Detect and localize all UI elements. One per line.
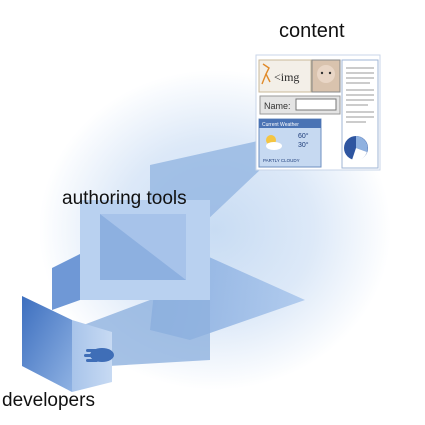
- name-field-label: Name:: [264, 101, 291, 111]
- pie-chart-icon: [344, 136, 368, 161]
- authoring-tools-label: authoring tools: [62, 188, 187, 209]
- name-field-input: [295, 98, 337, 111]
- authoring-tools-tab: [52, 254, 80, 310]
- img-tag-text: <img: [274, 70, 299, 84]
- weather-temp-low: 30°: [298, 141, 309, 149]
- content-panel: <img Name: Current Weather 60° 30° PARTL…: [255, 54, 381, 171]
- content-label: content: [279, 20, 345, 42]
- weather-title: Current Weather: [262, 122, 299, 128]
- weather-temp-high: 60°: [298, 132, 309, 140]
- figure-icon: [261, 63, 271, 85]
- developers-label: developers: [2, 390, 95, 411]
- developer-screen: [22, 296, 72, 392]
- partly-cloudy-icon: [266, 135, 282, 150]
- authoring-tools-diagonal: [100, 214, 186, 280]
- hand-icon: [84, 348, 114, 362]
- weather-forecast: PARTLY CLOUDY: [263, 158, 300, 163]
